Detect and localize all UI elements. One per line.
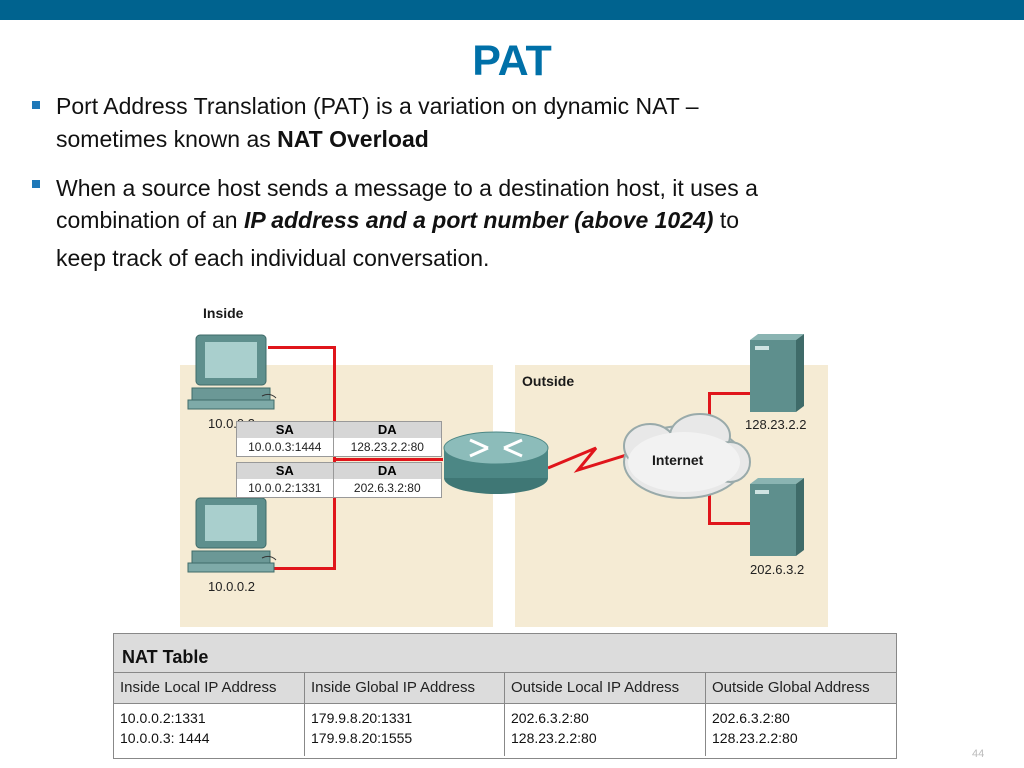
column-header: Inside Local IP Address bbox=[114, 673, 305, 703]
nat-table: NAT Table Inside Local IP Address Inside… bbox=[113, 633, 897, 759]
wire-server-top bbox=[708, 392, 752, 395]
bullet-1-line-2: sometimes known as bbox=[56, 126, 278, 152]
wire-top-host bbox=[268, 346, 336, 349]
outside-label: Outside bbox=[522, 373, 575, 389]
inside-label: Inside bbox=[203, 305, 244, 321]
wire-to-router bbox=[333, 458, 443, 461]
host-bottom-address: 10.0.0.2 bbox=[208, 579, 255, 594]
bullet-2-line-3: keep track of each individual conversati… bbox=[56, 245, 490, 271]
internet-label: Internet bbox=[652, 452, 704, 468]
nat-table-body: 10.0.0.2:1331 10.0.0.3: 1444 179.9.8.20:… bbox=[114, 704, 896, 756]
internet-cloud-icon bbox=[623, 413, 751, 499]
server-bottom-address: 202.6.3.2 bbox=[750, 562, 805, 577]
bullet-2: When a source host sends a message to a … bbox=[32, 172, 932, 274]
wire-bottom-host bbox=[268, 567, 336, 570]
table-column: 202.6.3.2:80 128.23.2.2:80 bbox=[706, 704, 896, 756]
server-icon-top bbox=[750, 334, 804, 412]
bullet-2-line-2-post: to bbox=[713, 207, 740, 233]
wire-server-bottom bbox=[708, 522, 752, 525]
table-column: 10.0.0.2:1331 10.0.0.3: 1444 bbox=[114, 704, 305, 756]
serial-link bbox=[547, 446, 637, 473]
bullet-2-line-1: When a source host sends a message to a … bbox=[56, 175, 758, 201]
nat-table-header-row: Inside Local IP Address Inside Global IP… bbox=[114, 673, 896, 704]
table-cell: 202.6.3.2:80 bbox=[712, 710, 790, 726]
column-header: Outside Global Address bbox=[712, 679, 870, 696]
computer-icon-bottom bbox=[187, 497, 277, 573]
table-cell: 128.23.2.2:80 bbox=[712, 730, 798, 746]
table-cell: 10.0.0.2:1331 bbox=[120, 710, 206, 726]
source-address: 10.0.0.2:1331 bbox=[237, 479, 334, 497]
column-header: Outside Local IP Address bbox=[505, 673, 706, 703]
packet-header-1: SA DA 10.0.0.3:1444 128.23.2.2:80 bbox=[236, 421, 442, 457]
sa-label: SA bbox=[237, 422, 334, 438]
computer-icon-top bbox=[187, 334, 277, 410]
slide-title: PAT bbox=[472, 37, 552, 85]
bullet-marker bbox=[32, 180, 40, 188]
da-label: DA bbox=[377, 463, 397, 478]
packet-header-2: SA DA 10.0.0.2:1331 202.6.3.2:80 bbox=[236, 462, 442, 498]
destination-address: 128.23.2.2:80 bbox=[350, 440, 424, 454]
table-cell: 10.0.0.3: 1444 bbox=[120, 730, 210, 746]
column-header: Inside Global IP Address bbox=[305, 673, 505, 703]
server-icon-bottom bbox=[750, 478, 804, 556]
top-bar bbox=[0, 0, 1024, 20]
table-column: 202.6.3.2:80 128.23.2.2:80 bbox=[505, 704, 706, 756]
table-cell: 128.23.2.2:80 bbox=[511, 730, 597, 746]
router-icon bbox=[443, 431, 549, 494]
bullet-1: Port Address Translation (PAT) is a vari… bbox=[32, 90, 932, 156]
destination-address: 202.6.3.2:80 bbox=[353, 481, 421, 495]
bullet-1-bold-term: NAT Overload bbox=[277, 126, 429, 152]
server-top-address: 128.23.2.2 bbox=[745, 417, 807, 432]
page-number: 44 bbox=[972, 748, 985, 760]
bullet-1-line-1: Port Address Translation (PAT) is a vari… bbox=[56, 93, 699, 119]
table-cell: 179.9.8.20:1555 bbox=[311, 730, 413, 746]
source-address: 10.0.0.3:1444 bbox=[237, 438, 334, 456]
sa-label: SA bbox=[237, 463, 334, 479]
nat-table-title: NAT Table bbox=[114, 634, 896, 673]
bullet-2-line-2-pre: combination of an bbox=[56, 207, 244, 233]
table-cell: 202.6.3.2:80 bbox=[511, 710, 589, 726]
table-cell: 179.9.8.20:1331 bbox=[311, 710, 413, 726]
table-column: 179.9.8.20:1331 179.9.8.20:1555 bbox=[305, 704, 505, 756]
bullet-marker bbox=[32, 101, 40, 109]
da-label: DA bbox=[377, 422, 397, 437]
bullet-2-emphasis: IP address and a port number (above 1024… bbox=[243, 207, 714, 233]
